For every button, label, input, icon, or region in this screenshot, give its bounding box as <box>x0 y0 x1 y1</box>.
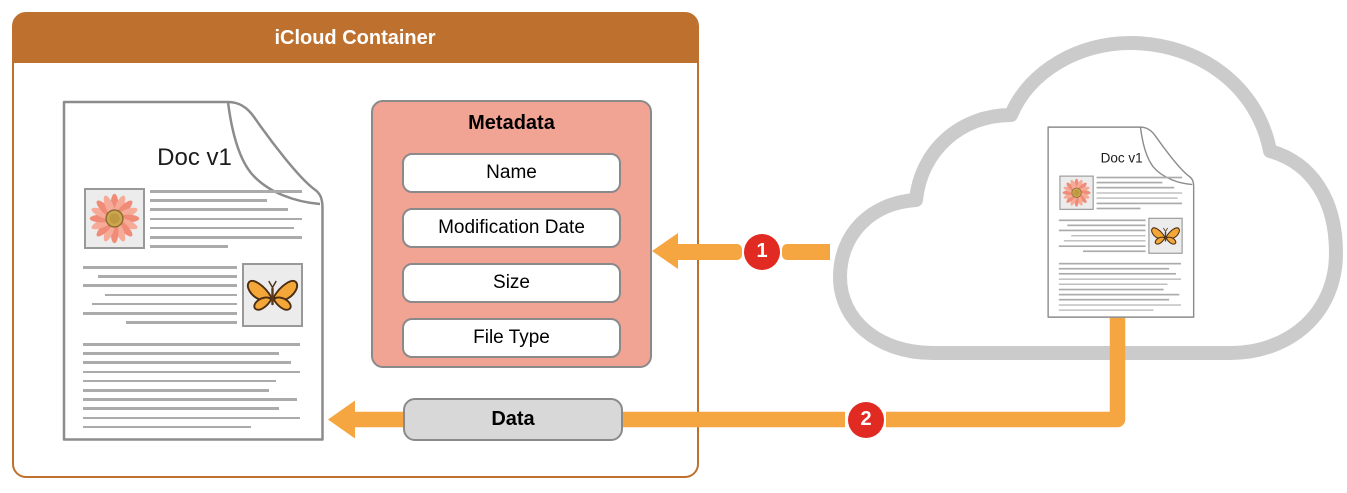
text-line <box>83 266 237 269</box>
text-line <box>83 416 300 420</box>
arrow-2-arrowhead-icon <box>328 400 355 439</box>
step-1-badge: 1 <box>744 233 780 270</box>
metadata-field-pill: Modification Date <box>402 208 621 248</box>
document-page-icon <box>62 100 324 441</box>
text-line <box>83 379 276 383</box>
text-line <box>83 343 300 346</box>
text-line <box>1096 207 1141 210</box>
text-line <box>83 425 251 429</box>
document-title: Doc v1 <box>157 144 232 171</box>
page-fold-icon <box>226 101 321 206</box>
step-2-badge: 2 <box>848 401 884 438</box>
data-pill: Data <box>403 398 623 441</box>
text-line <box>83 352 279 355</box>
flower-photo <box>84 188 145 249</box>
metadata-field-pill: Name <box>402 153 621 193</box>
text-line <box>105 293 237 297</box>
text-line <box>1096 181 1163 184</box>
text-line <box>1058 262 1181 265</box>
metadata-title: Metadata <box>468 112 555 134</box>
text-line <box>1058 309 1154 311</box>
arrow-2-elbow-shaft <box>886 310 1126 428</box>
text-line <box>1096 197 1178 199</box>
text-line <box>1096 187 1175 189</box>
butterfly-icon <box>246 280 299 311</box>
flower-photo <box>1059 175 1094 210</box>
text-line <box>1058 245 1146 247</box>
text-line <box>1058 304 1181 306</box>
text-line <box>1071 234 1146 237</box>
text-line <box>1083 250 1146 252</box>
text-line <box>150 190 302 193</box>
text-line <box>83 389 269 392</box>
icloud-container-header: iCloud Container <box>13 13 697 63</box>
text-line <box>83 407 279 410</box>
butterfly-photo <box>242 263 303 327</box>
text-line <box>98 275 237 278</box>
text-line <box>126 321 237 324</box>
text-line <box>150 199 267 202</box>
text-line <box>83 284 237 287</box>
text-line <box>1058 288 1164 291</box>
butterfly-icon <box>1151 227 1180 245</box>
page-outline <box>62 100 324 441</box>
arrow-1-arrowhead-icon <box>652 233 678 269</box>
flower-icon <box>89 193 140 244</box>
butterfly-photo <box>1148 217 1183 254</box>
text-line <box>83 398 297 401</box>
text-line <box>1096 176 1183 179</box>
text-line <box>1058 293 1180 296</box>
arrow-1-shaft <box>676 243 742 260</box>
document-title: Doc v1 <box>1100 150 1143 166</box>
metadata-field-pill: File Type <box>402 318 621 358</box>
text-line <box>83 370 300 374</box>
text-line <box>1058 229 1146 232</box>
text-line <box>150 236 302 239</box>
text-line <box>150 245 228 248</box>
text-line <box>150 217 302 221</box>
text-line <box>1063 240 1146 242</box>
text-line <box>1058 219 1146 221</box>
text-line <box>1058 283 1168 285</box>
flower-icon <box>1062 178 1091 207</box>
text-line <box>1058 278 1181 280</box>
page-fold-icon <box>1139 127 1193 186</box>
document-large: Doc v1 <box>62 100 327 442</box>
text-line <box>150 226 294 230</box>
text-line <box>1096 192 1183 194</box>
document: Doc v1 <box>62 100 327 442</box>
text-line <box>92 302 237 306</box>
text-line <box>1067 224 1146 227</box>
document-page-icon <box>1047 126 1195 318</box>
text-line <box>83 312 237 315</box>
text-line <box>1058 299 1170 301</box>
page-outline <box>1047 126 1195 318</box>
text-line <box>1058 267 1170 270</box>
text-line <box>150 208 288 211</box>
text-line <box>1058 273 1176 275</box>
document: Doc v1 <box>1047 126 1196 319</box>
metadata-field-pill: Size <box>402 263 621 303</box>
text-line <box>83 361 291 364</box>
arrow-1-shaft <box>782 243 830 260</box>
text-line <box>1096 202 1183 205</box>
document-small-in-cloud: Doc v1 <box>1047 126 1312 468</box>
